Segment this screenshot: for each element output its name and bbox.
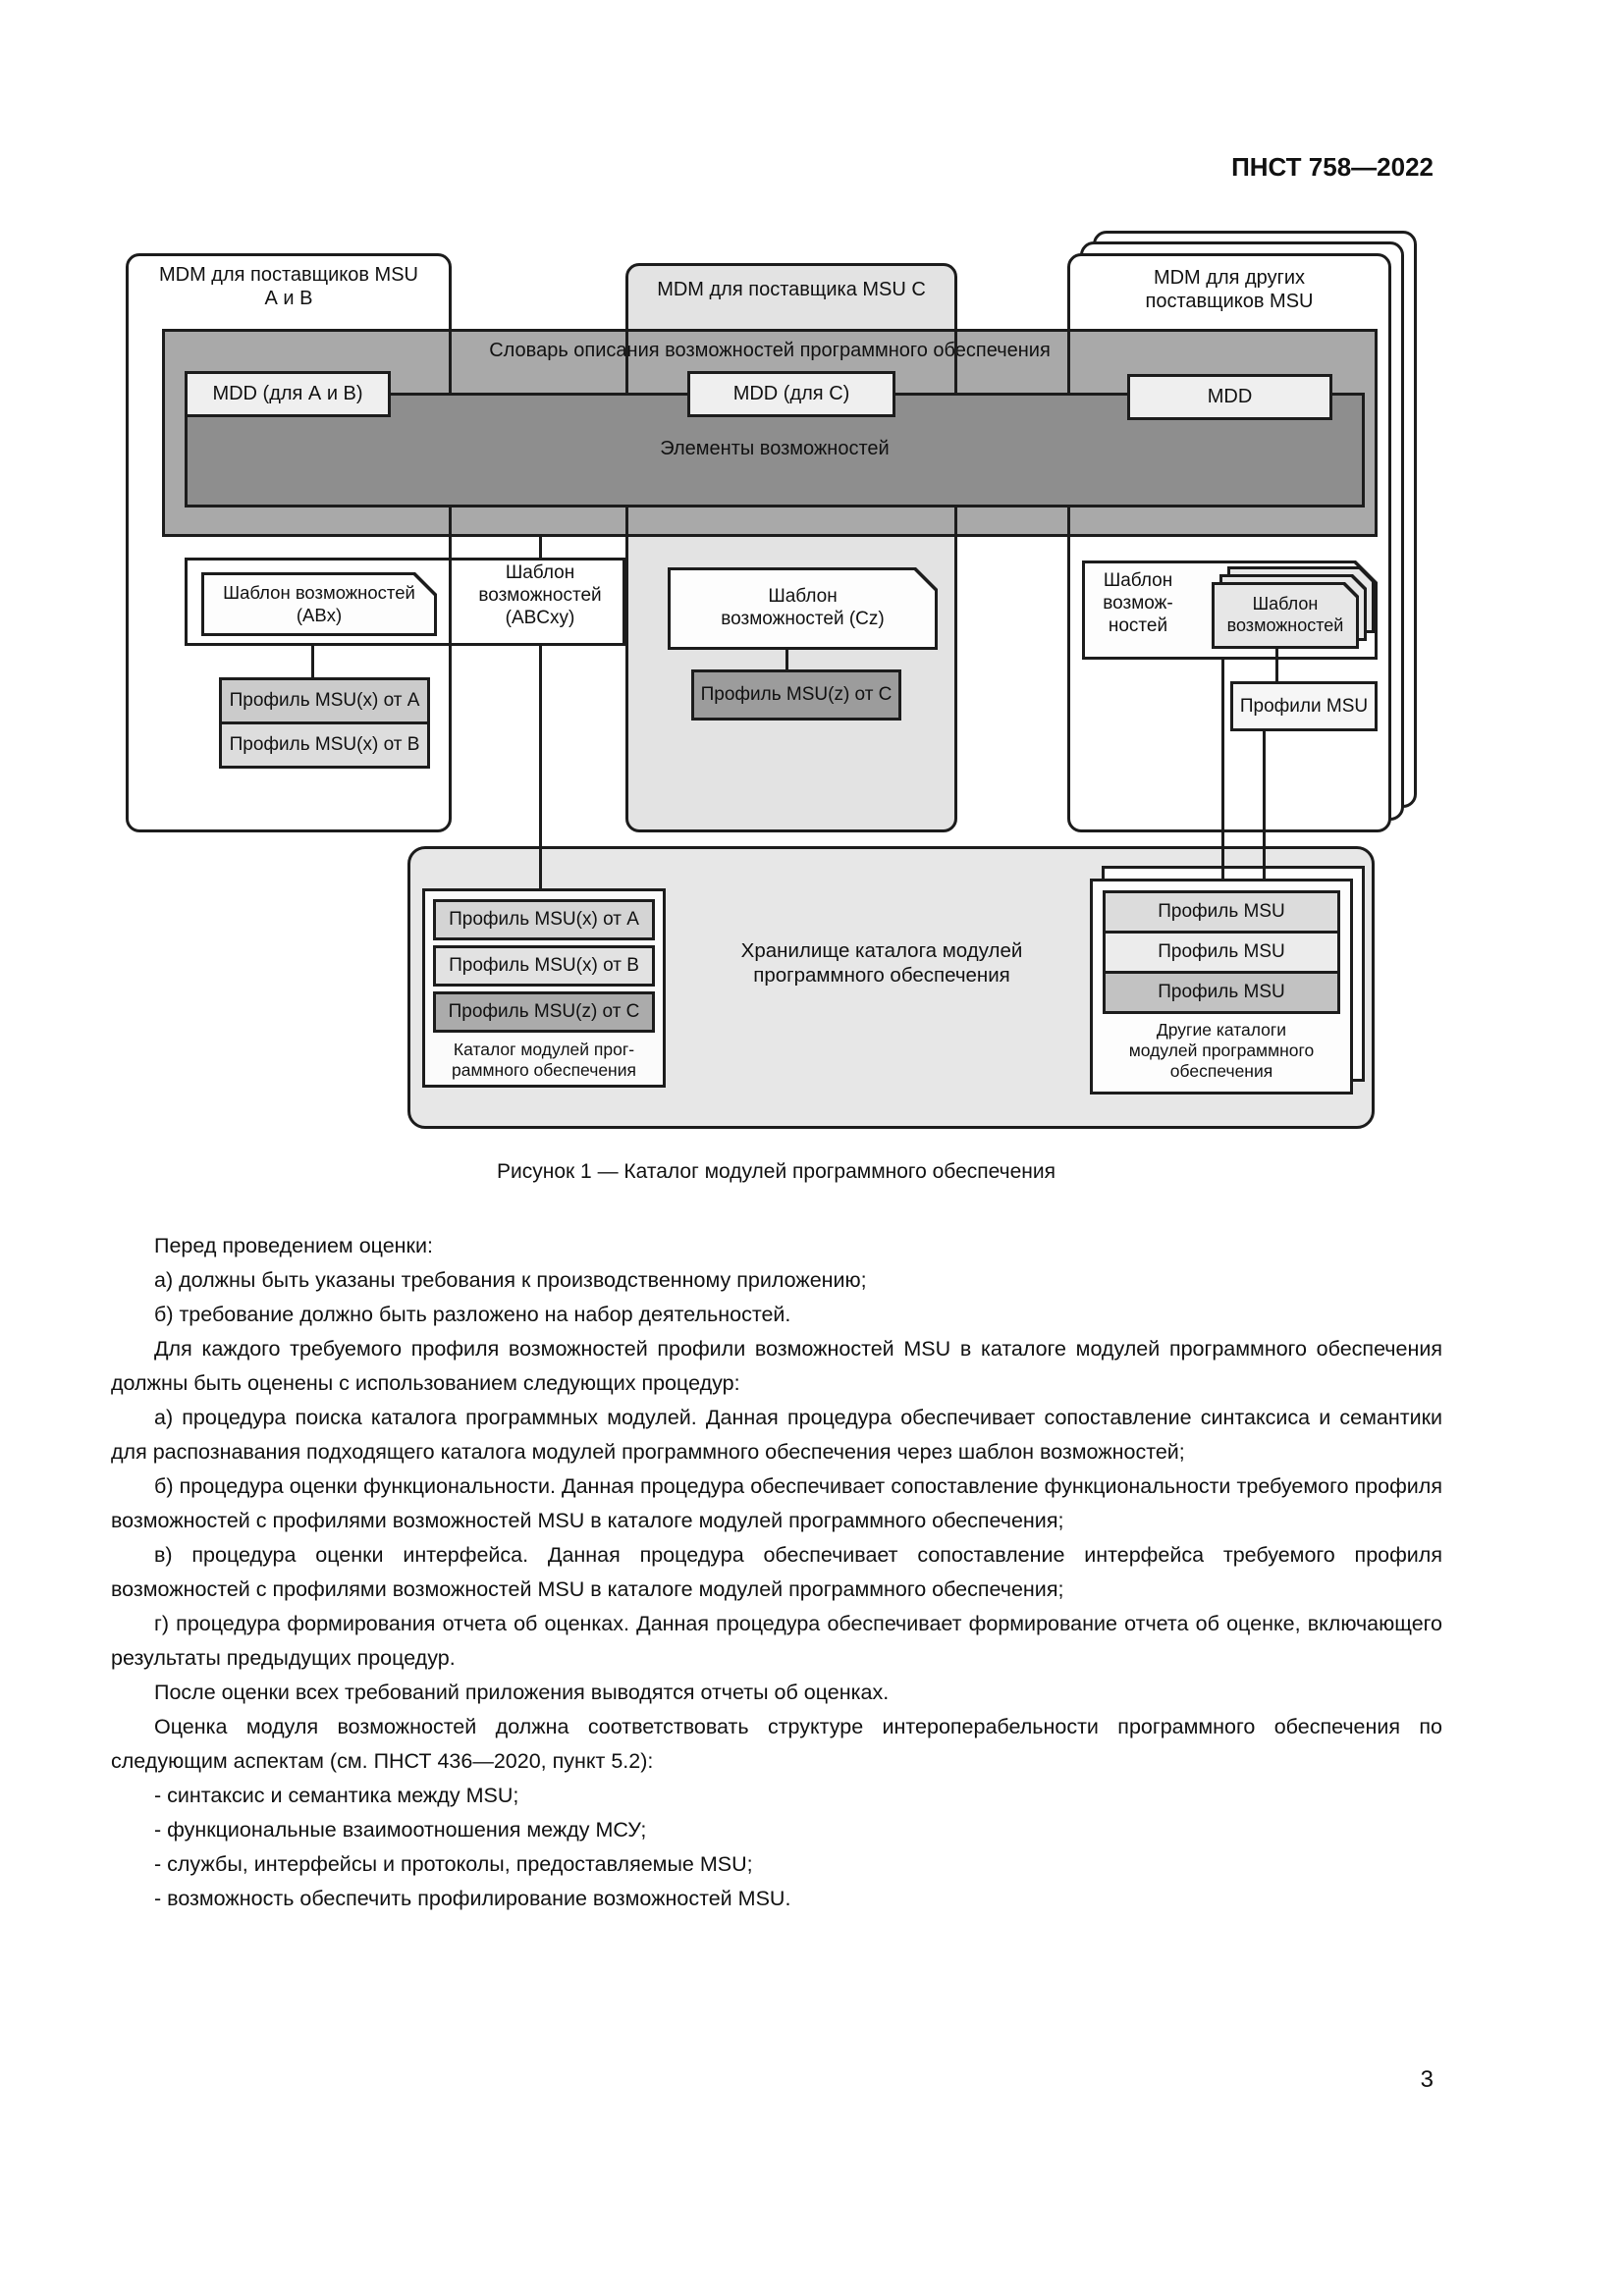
other-catalog-row: Профиль MSU <box>1103 971 1340 1014</box>
connector-line <box>539 537 542 558</box>
connector-line <box>1221 660 1224 879</box>
paragraph: - функциональные взаимоотношения между М… <box>154 1818 647 1842</box>
template-cz-box: Шаблон возможностей (Cz) <box>668 567 938 650</box>
page-number: 3 <box>1420 2066 1434 2093</box>
paragraph: г) процедура формирования отчета об оцен… <box>111 1612 1442 1670</box>
paragraph: в) процедура оценки интерфейса. Данная п… <box>111 1543 1442 1601</box>
profile-xb-row: Профиль MSU(x) от B <box>219 721 430 769</box>
body-text: Перед проведением оценки: а) должны быть… <box>111 1229 1442 1916</box>
connector-line <box>785 650 788 669</box>
catalog-row: Профиль MSU(x) от B <box>433 945 655 987</box>
mdm-others-label: MDM для других поставщиков MSU <box>1145 267 1314 312</box>
figure-caption: Рисунок 1 — Каталог модулей программного… <box>497 1160 1056 1183</box>
connector-line <box>311 646 314 677</box>
profiles-ab-stack: Профиль MSU(x) от A Профиль MSU(x) от B <box>219 677 430 769</box>
connector-line <box>1275 649 1278 681</box>
catalog-row: Профиль MSU(x) от A <box>433 899 655 940</box>
other-catalogs-caption: Другие каталоги модулей программного обе… <box>1128 1020 1315 1081</box>
mdd-c-box: MDD (для С) <box>687 371 895 417</box>
connector-line <box>539 646 542 890</box>
paragraph: Оценка модуля возможностей должна соотве… <box>111 1715 1442 1773</box>
other-catalog-row: Профиль MSU <box>1103 890 1340 934</box>
paragraph: - синтаксис и семантика между MSU; <box>154 1784 519 1807</box>
storage-title: Хранилище каталога модулей программного … <box>740 939 1023 987</box>
paragraph: После оценки всех требований приложения … <box>154 1681 890 1704</box>
paragraph: б) процедура оценки функциональности. Да… <box>111 1474 1442 1532</box>
template-others-label: Шаблон возмож- ностей <box>1103 570 1173 636</box>
figure-diagram: MDM для поставщиков MSU А и В MDM для по… <box>111 231 1438 1144</box>
paragraph: Перед проведением оценки: <box>154 1234 433 1257</box>
connector-line <box>1263 731 1266 879</box>
other-catalog-row: Профиль MSU <box>1103 931 1340 974</box>
template-abcxy-label: Шаблон возможностей (ABCxy) <box>478 562 602 628</box>
profile-zc-box: Профиль MSU(z) от C <box>691 669 901 721</box>
catalog-caption: Каталог модулей прог- раммного обеспечен… <box>452 1040 636 1080</box>
elements-band-label: Элементы возможностей <box>660 438 890 459</box>
paragraph: - возможность обеспечить профилирование … <box>154 1887 791 1910</box>
profile-xa-row: Профиль MSU(x) от A <box>219 677 430 724</box>
border-overlay-line <box>449 558 452 646</box>
paragraph: - службы, интерфейсы и протоколы, предос… <box>154 1852 753 1876</box>
template-stack-front: Шаблон возможностей <box>1212 582 1359 649</box>
dictionary-band-label: Словарь описания возможностей программно… <box>489 340 1051 361</box>
profiles-msu-box: Профили MSU <box>1230 681 1378 731</box>
paragraph: а) должны быть указаны требования к прои… <box>154 1268 867 1292</box>
catalog-box: Профиль MSU(x) от A Профиль MSU(x) от B … <box>422 888 666 1088</box>
mdm-ab-label: MDM для поставщиков MSU А и В <box>158 264 419 309</box>
mdd-ab-box: MDD (для А и В) <box>185 371 391 417</box>
doc-number-header: ПНСТ 758—2022 <box>1231 152 1434 182</box>
template-abx-box: Шаблон возможностей (ABx) <box>201 572 437 636</box>
other-catalogs-box: Профиль MSU Профиль MSU Профиль MSU Друг… <box>1090 879 1353 1095</box>
paragraph: а) процедура поиска каталога программных… <box>111 1406 1442 1464</box>
mdm-c-label: MDM для поставщика MSU С <box>657 279 926 300</box>
paragraph: б) требование должно быть разложено на н… <box>154 1303 791 1326</box>
mdd-other-box: MDD <box>1127 374 1332 420</box>
catalog-row: Профиль MSU(z) от C <box>433 991 655 1033</box>
paragraph: Для каждого требуемого профиля возможнос… <box>111 1337 1442 1395</box>
